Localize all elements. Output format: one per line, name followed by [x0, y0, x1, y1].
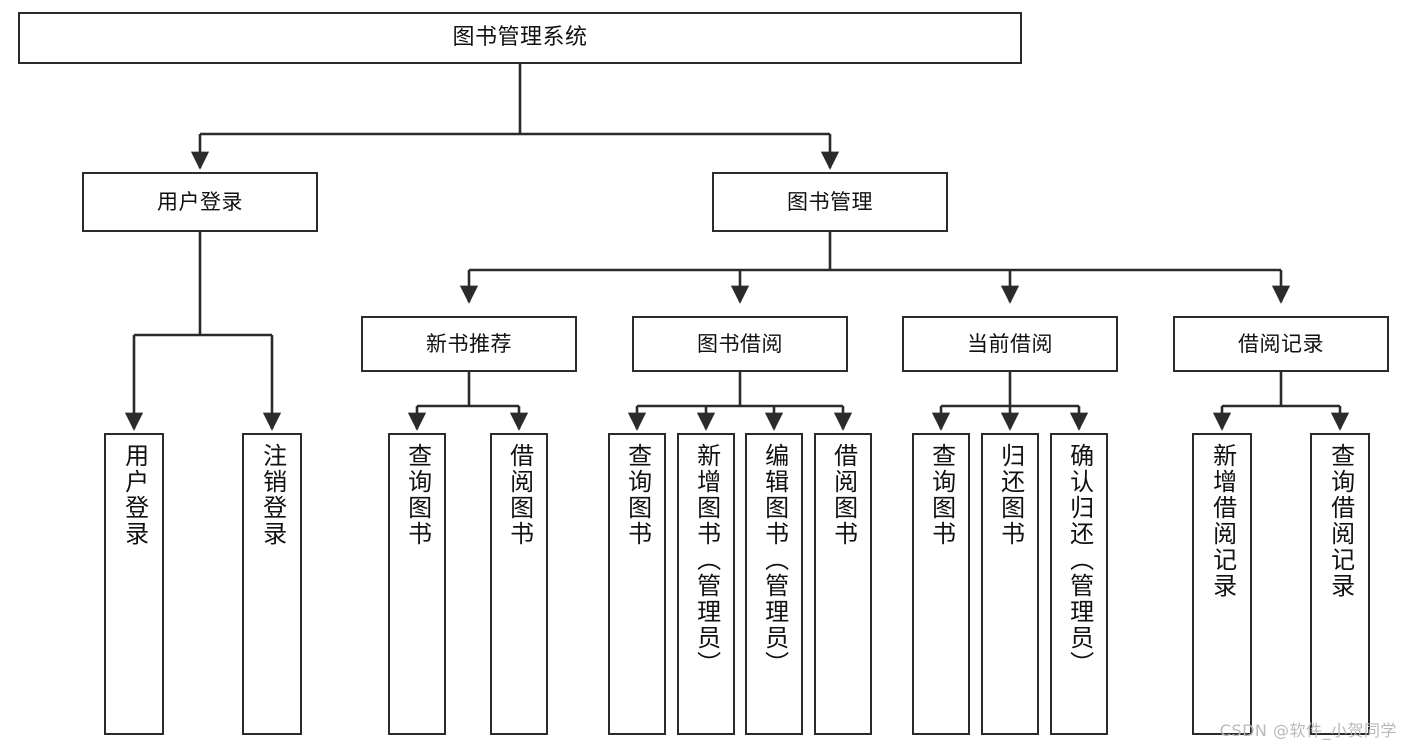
leaf-current-borrow-return[interactable]: 归还图书 — [981, 433, 1039, 735]
node-borrow-record[interactable]: 借阅记录 — [1173, 316, 1389, 372]
node-label: 查询图书 — [927, 443, 956, 547]
node-label: 用户登录 — [157, 189, 243, 214]
node-label: 用户登录 — [120, 443, 149, 547]
leaf-new-book-borrow[interactable]: 借阅图书 — [490, 433, 548, 735]
node-label: 图书借阅 — [697, 331, 783, 356]
node-label: 新增借阅记录 — [1208, 443, 1237, 599]
node-new-book-recommend[interactable]: 新书推荐 — [361, 316, 577, 372]
node-label: 确认归还（管理员） — [1065, 443, 1094, 677]
csdn-watermark: CSDN @软件_小贺同学 — [1219, 721, 1397, 740]
node-user-login[interactable]: 用户登录 — [82, 172, 318, 232]
node-book-borrow[interactable]: 图书借阅 — [632, 316, 848, 372]
leaf-current-borrow-query[interactable]: 查询图书 — [912, 433, 970, 735]
node-current-borrow[interactable]: 当前借阅 — [902, 316, 1118, 372]
node-label: 借阅记录 — [1238, 331, 1324, 356]
leaf-borrow-record-query[interactable]: 查询借阅记录 — [1310, 433, 1370, 735]
leaf-book-borrow-edit[interactable]: 编辑图书（管理员） — [745, 433, 803, 735]
node-label: 当前借阅 — [967, 331, 1053, 356]
node-book-management[interactable]: 图书管理 — [712, 172, 948, 232]
node-label: 新书推荐 — [426, 331, 512, 356]
node-label: 编辑图书（管理员） — [760, 443, 789, 677]
leaf-book-borrow-borrow[interactable]: 借阅图书 — [814, 433, 872, 735]
node-label: 新增图书（管理员） — [692, 443, 721, 677]
leaf-book-borrow-add[interactable]: 新增图书（管理员） — [677, 433, 735, 735]
node-label: 借阅图书 — [505, 443, 534, 547]
leaf-current-borrow-confirm[interactable]: 确认归还（管理员） — [1050, 433, 1108, 735]
node-label: 借阅图书 — [829, 443, 858, 547]
node-label: 注销登录 — [258, 443, 287, 547]
leaf-user-login-login[interactable]: 用户登录 — [104, 433, 164, 735]
leaf-user-login-logout[interactable]: 注销登录 — [242, 433, 302, 735]
node-root-system[interactable]: 图书管理系统 — [18, 12, 1022, 64]
node-label: 查询图书 — [403, 443, 432, 547]
leaf-borrow-record-add[interactable]: 新增借阅记录 — [1192, 433, 1252, 735]
node-label: 查询图书 — [623, 443, 652, 547]
node-label: 查询借阅记录 — [1326, 443, 1355, 599]
leaf-book-borrow-query[interactable]: 查询图书 — [608, 433, 666, 735]
node-label: 归还图书 — [996, 443, 1025, 547]
node-label: 图书管理系统 — [452, 25, 588, 51]
leaf-new-book-query[interactable]: 查询图书 — [388, 433, 446, 735]
node-label: 图书管理 — [787, 189, 873, 214]
